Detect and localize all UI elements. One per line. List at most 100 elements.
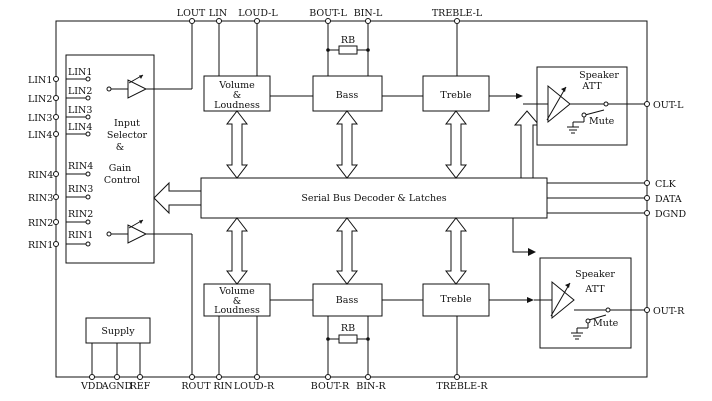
bass-left-label: Bass xyxy=(336,90,359,101)
pin-label-treble-r: TREBLE-R xyxy=(436,381,488,392)
input-selector-title-2: Selector xyxy=(107,130,148,141)
pin-label-vdd: VDD xyxy=(80,381,103,392)
bass-right-label: Bass xyxy=(336,295,359,306)
pin-label-rin1: RIN1 xyxy=(28,240,53,251)
volume-left-line1: Volume xyxy=(218,80,255,91)
speaker-amp-left xyxy=(547,84,571,124)
speaker-att-left: Speaker ATT Mute xyxy=(523,66,647,146)
pin-label-lout: LOUT xyxy=(177,8,206,19)
pin-agnd xyxy=(114,374,120,380)
inner-label-lin3: LIN3 xyxy=(68,105,92,116)
inner-label-lin1: LIN1 xyxy=(68,67,92,78)
gain-amp-left xyxy=(127,79,148,99)
pin-out-r xyxy=(644,307,650,313)
pin-bout-l xyxy=(325,18,331,24)
speaker-left-title: Speaker xyxy=(579,70,619,81)
speaker-left-att: ATT xyxy=(581,81,602,92)
rb-resistor-left xyxy=(338,45,358,55)
volume-right-line2: & xyxy=(233,296,241,307)
pin-rin xyxy=(216,374,222,380)
bass-left xyxy=(312,75,383,112)
pin-label-lin2: LIN2 xyxy=(28,94,52,105)
treble-right xyxy=(422,283,490,317)
pin-label-rin4: RIN4 xyxy=(28,170,53,181)
rb-right-label: RB xyxy=(341,323,355,334)
input-selector-title-1: Input xyxy=(114,118,140,129)
speaker-right-att: ATT xyxy=(584,284,605,295)
pin-label-bin-r: BIN-R xyxy=(356,381,386,392)
right-channel-chain: Volume & Loudness Bass Treble RB xyxy=(203,283,534,344)
pin-lin4 xyxy=(53,131,59,137)
pin-lin2 xyxy=(53,95,59,101)
inner-label-rin3: RIN3 xyxy=(68,184,93,195)
pin-rout xyxy=(189,374,195,380)
volume-left-line2: & xyxy=(233,90,241,101)
pin-vdd xyxy=(89,374,95,380)
pin-label-out-r: OUT-R xyxy=(653,306,685,317)
pin-label-bin-l: BIN-L xyxy=(354,8,383,19)
input-selector-title-3: & xyxy=(116,142,124,153)
inner-label-rin4: RIN4 xyxy=(68,161,93,172)
pin-label-treble-l: TREBLE-L xyxy=(432,8,483,19)
pin-ref xyxy=(137,374,143,380)
treble-left-label: Treble xyxy=(440,90,472,101)
pin-bout-r xyxy=(325,374,331,380)
pin-label-out-l: OUT-L xyxy=(653,100,684,111)
volume-right-line1: Volume xyxy=(218,286,255,297)
pin-treble-l xyxy=(454,18,460,24)
pin-lin1 xyxy=(53,76,59,82)
input-selector-title-5: Control xyxy=(104,175,140,186)
pin-treble-r xyxy=(454,374,460,380)
pin-bin-r xyxy=(365,374,371,380)
left-channel-chain: Volume & Loudness Bass Treble RB xyxy=(203,35,523,112)
pin-bin-l xyxy=(365,18,371,24)
inner-label-lin4: LIN4 xyxy=(68,122,92,133)
pin-label-rin2: RIN2 xyxy=(28,218,53,229)
speaker-amp-right xyxy=(551,280,575,320)
pin-label-agnd: AGND xyxy=(101,381,133,392)
pin-clk xyxy=(644,180,650,186)
pin-label-lin4: LIN4 xyxy=(28,130,52,141)
decoder-to-speaker-left-arrow xyxy=(513,110,541,179)
supply-label: Supply xyxy=(101,326,135,337)
pin-label-lin1: LIN1 xyxy=(28,75,52,86)
pin-rin4 xyxy=(53,171,59,177)
gain-amp-right xyxy=(127,224,148,244)
pin-label-rout: ROUT xyxy=(181,381,211,392)
pin-label-clk: CLK xyxy=(655,179,677,190)
volume-left-line3: Loudness xyxy=(214,100,260,111)
pin-label-lin3: LIN3 xyxy=(28,113,52,124)
input-selector-block: Input Selector & Gain Control LIN1 LIN2 … xyxy=(65,54,192,264)
pin-label-data: DATA xyxy=(655,194,682,205)
volume-right-line3: Loudness xyxy=(214,305,260,316)
treble-right-label: Treble xyxy=(440,294,472,305)
treble-left xyxy=(422,75,490,112)
speaker-right-mute: Mute xyxy=(593,318,619,329)
pin-label-dgnd: DGND xyxy=(655,209,687,220)
pin-rin3 xyxy=(53,194,59,200)
inner-label-rin1: RIN1 xyxy=(68,230,93,241)
pin-dgnd xyxy=(644,210,650,216)
pin-lin xyxy=(216,18,222,24)
pin-label-loud-l: LOUD-L xyxy=(238,8,278,19)
lower-bus-arrows xyxy=(225,217,468,285)
pin-loud-l xyxy=(254,18,260,24)
pin-label-ref: REF xyxy=(130,381,151,392)
pin-lout xyxy=(189,18,195,24)
pin-lin3 xyxy=(53,114,59,120)
inner-label-lin2: LIN2 xyxy=(68,86,92,97)
volume-loudness-right xyxy=(203,283,271,317)
pin-label-bout-r: BOUT-R xyxy=(311,381,350,392)
pin-out-l xyxy=(644,101,650,107)
upper-bus-arrows xyxy=(225,110,468,179)
pin-label-rin3: RIN3 xyxy=(28,193,53,204)
rb-resistor-right xyxy=(338,334,358,344)
pin-rin2 xyxy=(53,219,59,225)
pin-data xyxy=(644,195,650,201)
left-pins: LIN1 LIN2 LIN3 LIN4 RIN4 RIN3 RIN2 RIN1 xyxy=(28,75,59,251)
pin-label-loud-r: LOUD-R xyxy=(234,381,275,392)
top-pins: LOUT LIN LOUD-L BOUT-L BIN-L TREBLE-L xyxy=(177,8,483,89)
speaker-left-mute: Mute xyxy=(589,116,615,127)
input-selector-title-4: Gain xyxy=(109,163,131,174)
